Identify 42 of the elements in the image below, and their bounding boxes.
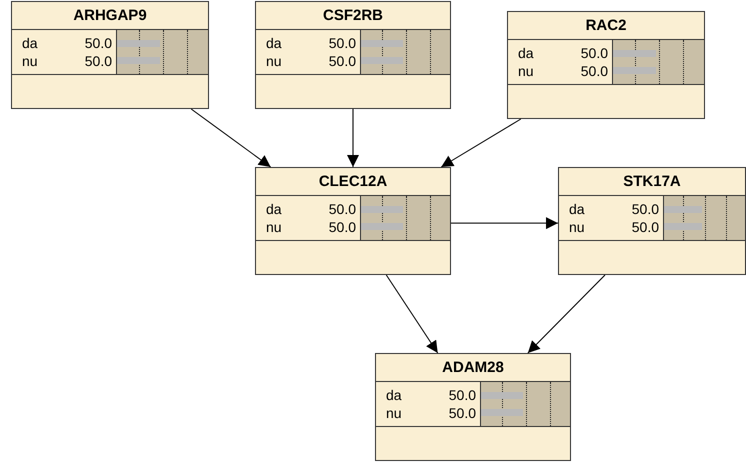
state-value: 50.0 bbox=[328, 200, 356, 218]
state-name: da bbox=[386, 386, 402, 404]
state-value: 50.0 bbox=[328, 34, 356, 52]
node-title: STK17A bbox=[623, 174, 681, 189]
arrow bbox=[527, 274, 606, 354]
state-name: nu bbox=[569, 218, 585, 236]
node-box bbox=[11, 1, 209, 109]
node-box bbox=[507, 11, 705, 119]
state-value: 50.0 bbox=[84, 52, 112, 70]
arrow bbox=[386, 274, 438, 354]
state-name: da bbox=[22, 34, 38, 52]
state-name: da bbox=[266, 200, 282, 218]
node-box bbox=[255, 1, 451, 109]
state-value: 50.0 bbox=[632, 218, 659, 236]
arrow bbox=[440, 118, 522, 168]
state-value: 50.0 bbox=[632, 200, 659, 218]
node-title: RAC2 bbox=[586, 18, 626, 33]
state-value: 50.0 bbox=[580, 62, 608, 80]
state-name: nu bbox=[518, 62, 534, 80]
node-title: ARHGAP9 bbox=[73, 8, 147, 23]
state-name: nu bbox=[266, 52, 282, 70]
arrow bbox=[190, 108, 272, 168]
state-value: 50.0 bbox=[84, 34, 112, 52]
arrow bbox=[347, 108, 359, 168]
state-name: da bbox=[518, 44, 534, 62]
node-box bbox=[255, 167, 451, 275]
state-name: nu bbox=[266, 218, 282, 236]
state-value: 50.0 bbox=[448, 386, 476, 404]
state-value: 50.0 bbox=[328, 218, 356, 236]
node-box bbox=[558, 167, 746, 275]
state-name: da bbox=[266, 34, 282, 52]
state-value: 50.0 bbox=[448, 404, 476, 422]
state-value: 50.0 bbox=[328, 52, 356, 70]
state-name: nu bbox=[22, 52, 38, 70]
state-name: da bbox=[569, 200, 585, 218]
node-title: ADAM28 bbox=[442, 360, 504, 375]
node-title: CLEC12A bbox=[318, 174, 388, 189]
state-value: 50.0 bbox=[580, 44, 608, 62]
node-box bbox=[375, 353, 571, 461]
node-title: CSF2RB bbox=[322, 8, 383, 23]
state-name: nu bbox=[386, 404, 402, 422]
arrow bbox=[450, 217, 558, 230]
